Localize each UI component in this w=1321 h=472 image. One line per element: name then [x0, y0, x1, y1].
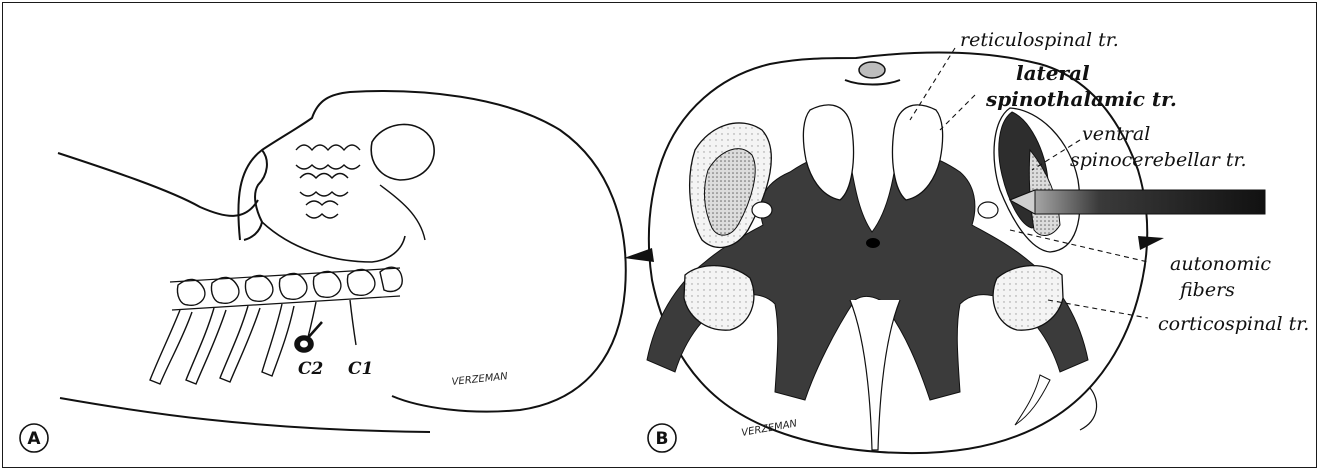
panel-b-letter: B — [656, 429, 669, 449]
panel-a-letter: A — [27, 429, 41, 449]
panel-a-illustration — [58, 91, 626, 432]
label-ventral-1: ventral — [1082, 123, 1150, 145]
signature-a: VERZEMAN — [451, 371, 509, 388]
face-profile — [244, 150, 267, 240]
label-ventral-2: spinocerebellar tr. — [1070, 149, 1247, 171]
label-c2: C2 — [298, 359, 324, 379]
label-c1: C1 — [348, 359, 373, 379]
anterior-artery — [859, 62, 885, 78]
label-autonomic-1: autonomic — [1170, 253, 1271, 275]
teeth — [296, 145, 360, 218]
label-lateral-2: spinothalamic tr. — [985, 87, 1177, 111]
label-corticospinal: corticospinal tr. — [1158, 313, 1309, 335]
label-lateral-1: lateral — [1016, 61, 1090, 85]
needle-target — [295, 322, 322, 352]
throat-line — [60, 398, 430, 432]
electrode-needle — [1010, 190, 1265, 214]
label-reticulospinal: reticulospinal tr. — [960, 29, 1119, 51]
label-autonomic-2: fibers — [1178, 279, 1235, 301]
neck-outline — [58, 153, 258, 216]
